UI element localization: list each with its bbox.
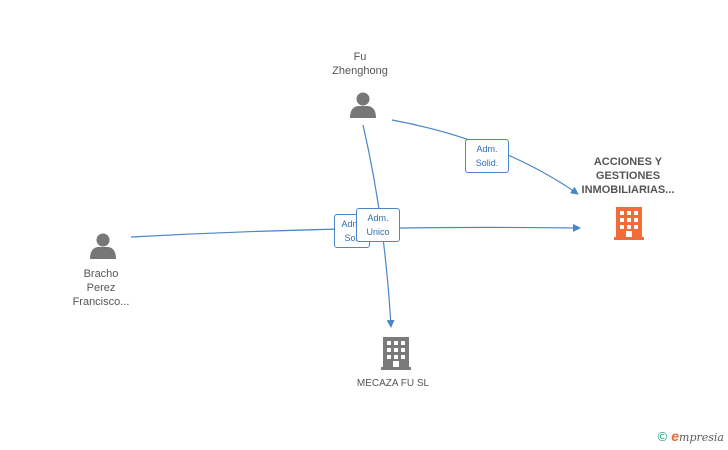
relation-badge-adm-unico[interactable]: Adm. Unico xyxy=(356,208,400,242)
empresia-logo: empresia xyxy=(671,428,724,444)
person-label-fu[interactable]: Fu Zhenghong xyxy=(320,50,400,78)
building-icon[interactable] xyxy=(614,207,644,240)
company-name-line: MECAZA FU SL xyxy=(356,378,430,389)
company-label-acciones[interactable]: ACCIONES Y GESTIONES INMOBILIARIAS... xyxy=(570,155,686,197)
relation-text: Adm. xyxy=(341,219,363,229)
person-name-line: Zhenghong xyxy=(332,65,388,77)
company-name-line: GESTIONES xyxy=(595,170,661,182)
person-name-line: Bracho xyxy=(83,268,119,280)
person-name-line: Francisco... xyxy=(72,296,130,308)
brand-text: mpresia xyxy=(679,431,724,444)
person-name-line: Perez xyxy=(86,282,116,294)
relation-badge-adm-solid[interactable]: Adm. Solid. xyxy=(465,139,509,173)
brand-footer[interactable]: © empresia xyxy=(658,428,724,444)
relation-text: Unico xyxy=(366,227,390,237)
relation-text: Solid. xyxy=(475,158,499,168)
company-name-line: ACCIONES Y xyxy=(593,156,663,168)
person-name-line: Fu xyxy=(353,51,367,63)
building-icon[interactable] xyxy=(381,337,411,370)
brand-e: e xyxy=(671,428,680,444)
person-icon[interactable] xyxy=(90,233,116,260)
person-icon[interactable] xyxy=(350,92,376,119)
company-name-line: INMOBILIARIAS... xyxy=(581,184,675,196)
relation-text: Soli xyxy=(344,233,360,243)
copyright-symbol: © xyxy=(657,428,668,444)
relation-text: Adm. xyxy=(476,144,498,154)
relation-text: Adm. xyxy=(367,213,389,223)
person-label-bracho[interactable]: Bracho Perez Francisco... xyxy=(60,267,142,309)
company-label-mecaza[interactable]: MECAZA FU SL xyxy=(343,377,443,391)
